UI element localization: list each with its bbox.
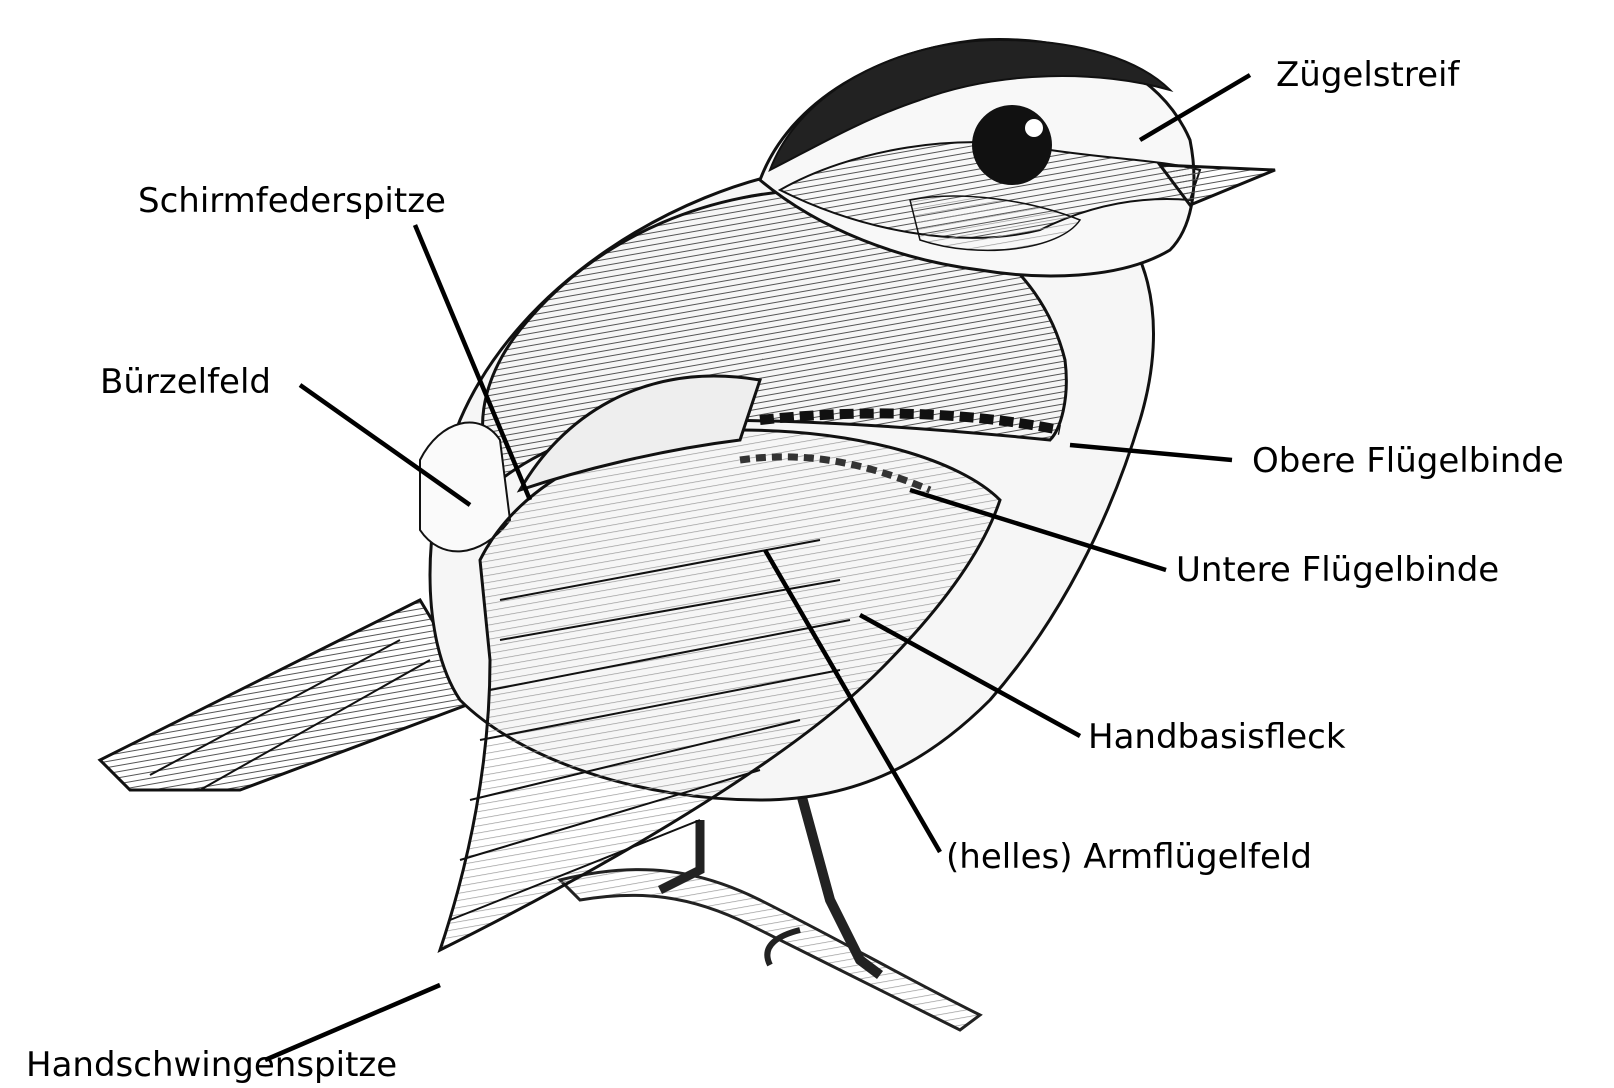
label-schirmfederspitze: Schirmfederspitze [138, 184, 446, 218]
label-obere-fluegelbinde: Obere Flügelbinde [1252, 444, 1564, 478]
eye [972, 105, 1052, 185]
label-handbasisfleck: Handbasisfleck [1088, 720, 1346, 754]
label-buerzelfeld: Bürzelfeld [100, 365, 271, 399]
label-armfluegelfeld: (helles) Armflügelfeld [946, 840, 1312, 874]
tail [100, 600, 480, 790]
label-zuegelstreif: Zügelstreif [1276, 58, 1459, 92]
label-handschwingenspitze: Handschwingenspitze [26, 1048, 397, 1082]
label-untere-fluegelbinde: Untere Flügelbinde [1176, 553, 1499, 587]
